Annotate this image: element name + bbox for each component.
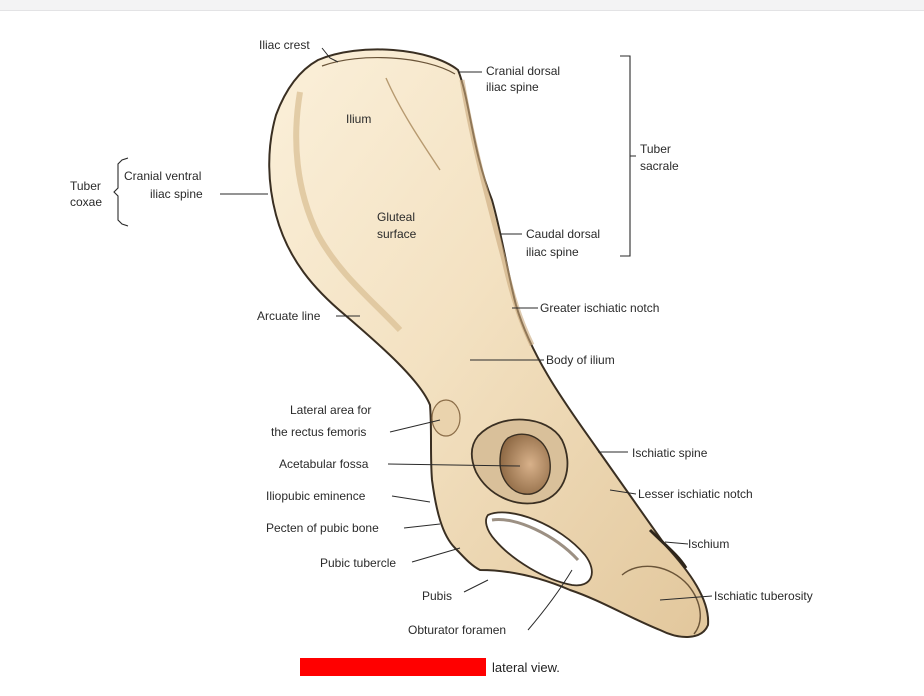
caption-text: lateral view.: [492, 659, 560, 675]
label-tuber-coxae-2: coxae: [70, 195, 102, 209]
rectus-femoris-area: [431, 399, 461, 437]
gluteal-line: [385, 77, 441, 171]
label-cranial-ventral-1: Cranial ventral: [124, 169, 201, 183]
caption: lateral view.: [300, 657, 560, 677]
label-gluteal-2: surface: [377, 227, 417, 241]
shadow-ridge: [293, 91, 403, 333]
hip-bone: [268, 48, 710, 638]
label-gluteal-1: Gluteal: [377, 210, 415, 224]
label-pubic-tubercle: Pubic tubercle: [320, 556, 396, 570]
label-tuber-sacrale-1: Tuber: [640, 142, 671, 156]
ischium-dark-edge: [648, 528, 688, 569]
lead-iliopubic: [391, 495, 431, 503]
acetabular-fossa: [499, 433, 551, 495]
dorsal-shadow: [459, 79, 535, 347]
label-acetabular-fossa: Acetabular fossa: [279, 457, 369, 471]
lead-acetabular-fossa: [387, 463, 521, 467]
tuber-sacrale-bracket: [620, 55, 636, 257]
label-lesser-ischiatic-notch: Lesser ischiatic notch: [638, 487, 753, 501]
lead-obturator: [527, 569, 573, 631]
label-iliac-crest: Iliac crest: [259, 38, 310, 52]
label-pubis: Pubis: [422, 589, 452, 603]
label-lateral-area-1: Lateral area for: [290, 403, 371, 417]
top-bar: [0, 0, 924, 11]
ischiatic-tuberosity-contour: [621, 565, 701, 635]
lead-lateral-area: [389, 419, 441, 433]
label-lateral-area-2: the rectus femoris: [271, 425, 366, 439]
lead-lesser-notch: [609, 489, 637, 495]
lead-iliac-crest: [321, 47, 339, 63]
label-cranial-dorsal-1: Cranial dorsal: [486, 64, 560, 78]
label-ischiatic-tuberosity: Ischiatic tuberosity: [714, 589, 813, 603]
label-ischium: Ischium: [688, 537, 729, 551]
label-iliopubic-eminence: Iliopubic eminence: [266, 489, 366, 503]
lead-ischiatic-tuberosity: [659, 595, 713, 601]
label-ilium: Ilium: [346, 112, 371, 126]
label-pecten: Pecten of pubic bone: [266, 521, 379, 535]
obturator-foramen: [485, 511, 593, 587]
foramen-shadow: [491, 517, 580, 562]
lead-pubic-tubercle: [411, 547, 461, 563]
label-greater-ischiatic-notch: Greater ischiatic notch: [540, 301, 659, 315]
label-caudal-dorsal-2: iliac spine: [526, 245, 579, 259]
label-arcuate-line: Arcuate line: [257, 309, 321, 323]
label-body-of-ilium: Body of ilium: [546, 353, 615, 367]
label-obturator-foramen: Obturator foramen: [408, 623, 506, 637]
label-ischiatic-spine: Ischiatic spine: [632, 446, 708, 460]
lead-pecten: [403, 523, 441, 529]
tuber-coxae-bracket: [113, 157, 129, 227]
lead-ischium: [664, 541, 689, 545]
label-caudal-dorsal-1: Caudal dorsal: [526, 227, 600, 241]
label-tuber-sacrale-2: sacrale: [640, 159, 679, 173]
iliac-crest-edge: [321, 56, 456, 75]
label-tuber-coxae-1: Tuber: [70, 179, 101, 193]
label-cranial-ventral-2: iliac spine: [150, 187, 203, 201]
redaction-bar: [300, 658, 486, 676]
lead-pubis: [463, 579, 489, 593]
label-cranial-dorsal-2: iliac spine: [486, 80, 539, 94]
